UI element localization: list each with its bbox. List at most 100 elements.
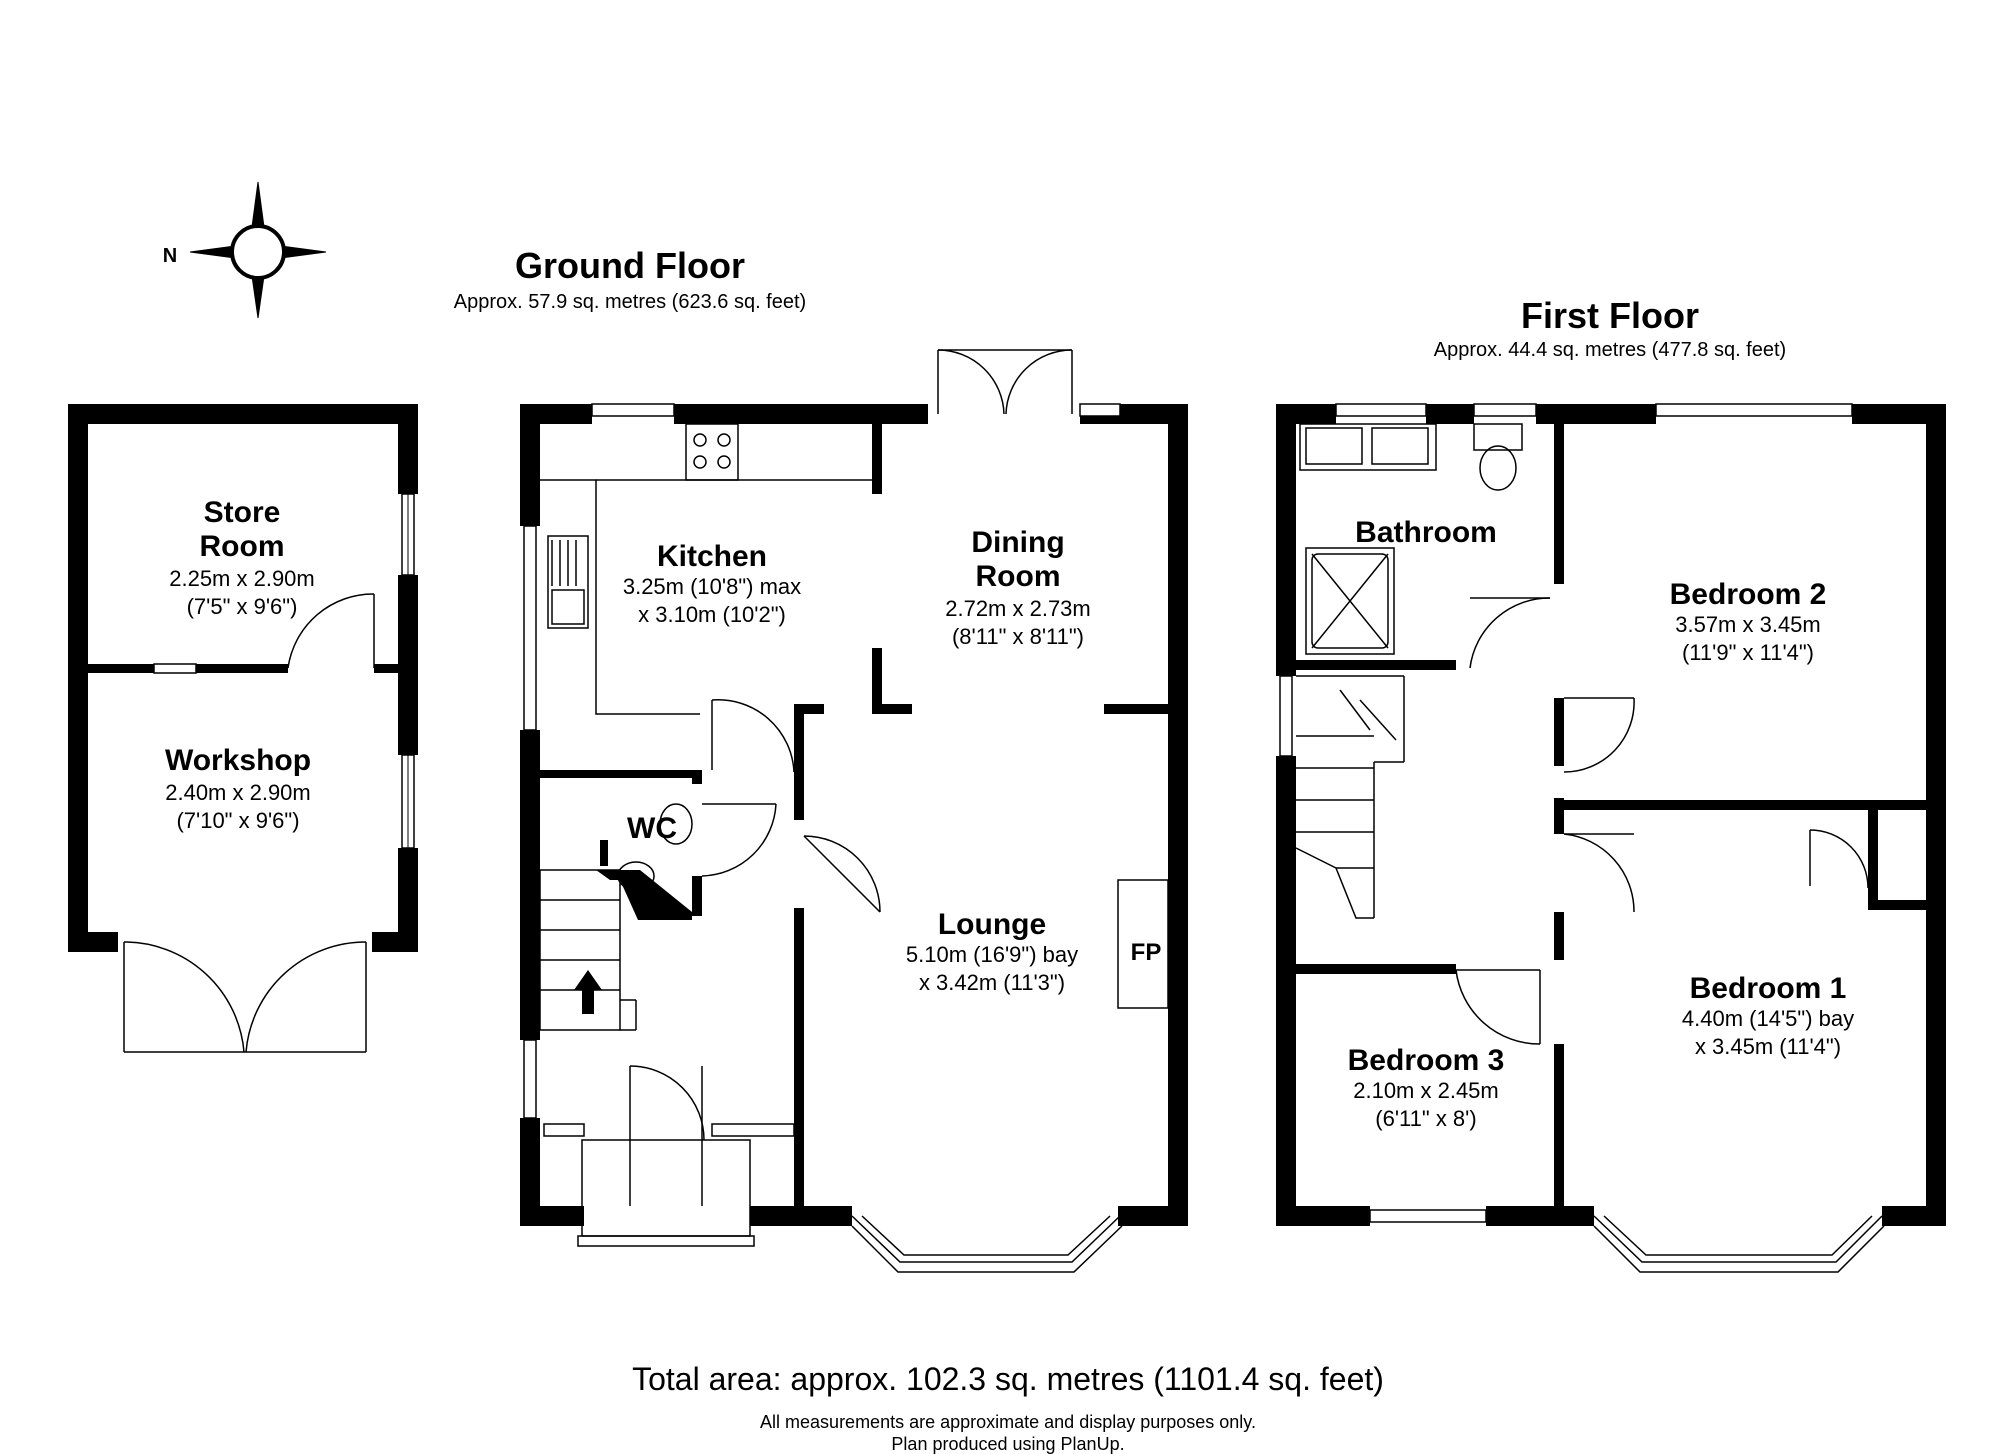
wall [1554, 424, 1564, 584]
bedroom-3-name: Bedroom 3 [1348, 1044, 1505, 1077]
store-room-name: Store [204, 496, 281, 529]
french-doors [937, 349, 1073, 415]
wall [398, 404, 418, 494]
wall [1426, 404, 1474, 424]
window [523, 525, 537, 731]
lounge-dim-2: x 3.42m (11'3") [919, 970, 1065, 995]
door [1563, 833, 1635, 913]
window [523, 1039, 537, 1119]
store-room-name-2: Room [200, 530, 285, 563]
workshop-dim: 2.40m x 2.90m [165, 780, 311, 805]
window [153, 663, 197, 674]
wall [692, 770, 702, 784]
bedroom-3-dim-imperial: (6'11" x 8') [1375, 1106, 1476, 1131]
wall [68, 404, 88, 952]
wall [1536, 404, 1656, 424]
wall [398, 848, 418, 952]
wall [794, 908, 804, 1206]
window [1335, 403, 1427, 417]
fireplace-label: FP [1131, 939, 1162, 966]
fireplace [1117, 879, 1169, 1009]
wall [520, 1206, 584, 1226]
bedroom-2-name: Bedroom 2 [1670, 578, 1827, 611]
door [803, 835, 881, 913]
wall [1486, 1206, 1594, 1226]
wall [1296, 964, 1456, 974]
workshop-name: Workshop [165, 744, 311, 777]
wall [1554, 698, 1564, 766]
wall [872, 704, 912, 714]
wall [794, 704, 824, 714]
wall [1852, 404, 1946, 424]
window [1279, 675, 1293, 757]
wall [692, 876, 702, 916]
dining-room-name: Dining [971, 526, 1064, 559]
workshop-dim-imperial: (7'10" x 9'6") [176, 808, 299, 833]
wall [398, 575, 418, 755]
wall [520, 1118, 540, 1226]
window [1655, 403, 1853, 417]
bedroom-2-dim: 3.57m x 3.45m [1675, 612, 1821, 637]
compass-rose-icon [189, 181, 327, 319]
wall [68, 932, 118, 952]
dining-room-dim-imperial: (8'11" x 8'11") [952, 624, 1084, 649]
up-arrow-icon [574, 970, 602, 1014]
door [1809, 829, 1869, 889]
wall [520, 404, 540, 526]
window [1473, 403, 1537, 417]
window [1079, 403, 1121, 417]
dining-room-dim: 2.72m x 2.73m [945, 596, 1091, 621]
bedroom-2-dim-imperial: (11'9" x 11'4") [1682, 640, 1814, 665]
door [287, 593, 375, 669]
footer-credit: Plan produced using PlanUp. [891, 1434, 1124, 1454]
wall [750, 1206, 852, 1226]
wall [1554, 1044, 1564, 1206]
porch [577, 1139, 755, 1247]
wall [1554, 798, 1564, 834]
wall [1276, 404, 1296, 676]
bedroom-1-name: Bedroom 1 [1690, 972, 1847, 1005]
bedroom-1-dim: 4.40m (14'5") bay [1682, 1006, 1854, 1031]
wc-toilet [617, 803, 693, 891]
wall [540, 770, 700, 778]
wall [872, 648, 882, 714]
store-room-dim: 2.25m x 2.90m [169, 566, 315, 591]
wall [600, 840, 608, 866]
door [1563, 697, 1635, 773]
door [711, 699, 795, 773]
outbuilding [68, 404, 418, 1053]
wall [1868, 810, 1878, 910]
wall [1926, 404, 1946, 1226]
lounge-dim: 5.10m (16'9") bay [906, 942, 1078, 967]
wall [1168, 404, 1188, 1226]
kitchen-sink [547, 535, 589, 629]
front-doors [629, 1065, 705, 1206]
first-floor-title: First Floor [1521, 295, 1699, 336]
window [711, 1123, 795, 1137]
ground-floor-plan [520, 349, 1188, 1273]
wall [872, 424, 882, 494]
kitchen-name: Kitchen [657, 540, 767, 573]
wall [520, 730, 540, 1040]
door [701, 803, 777, 877]
wall [196, 664, 288, 673]
wall [1118, 1206, 1188, 1226]
wall [1104, 704, 1168, 714]
staircase [1295, 675, 1405, 919]
bedroom-1-dim-2: x 3.45m (11'4") [1695, 1034, 1841, 1059]
footer-note: All measurements are approximate and dis… [760, 1412, 1256, 1432]
wall [1296, 660, 1456, 670]
store-room-dim-imperial: (7'5" x 9'6") [187, 594, 298, 619]
double-door [123, 941, 367, 1053]
wall [1564, 800, 1926, 810]
dining-room-name-2: Room [976, 560, 1061, 593]
wall [374, 664, 398, 673]
window [1369, 1209, 1487, 1223]
kitchen-dim-2: x 3.10m (10'2") [638, 602, 786, 627]
wall [1868, 900, 1926, 910]
staircase [539, 869, 637, 1031]
wall [1554, 912, 1564, 960]
bedroom-3-dim: 2.10m x 2.45m [1353, 1078, 1499, 1103]
wall [88, 664, 154, 673]
